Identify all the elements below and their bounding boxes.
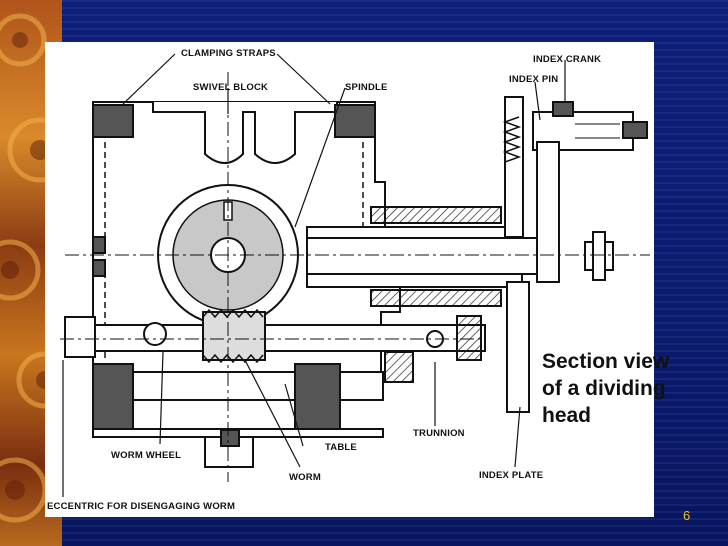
label-clamping-straps: CLAMPING STRAPS: [181, 48, 276, 59]
base-table-graphic: [92, 363, 384, 468]
page-number: 6: [683, 508, 691, 523]
label-spindle: SPINDLE: [345, 82, 388, 93]
label-worm-wheel: WORM WHEEL: [111, 450, 181, 461]
label-index-crank: INDEX CRANK: [533, 54, 601, 65]
label-worm: WORM: [289, 472, 321, 483]
label-eccentric: ECCENTRIC FOR DISENGAGING WORM: [47, 501, 235, 512]
diagram-labels: CLAMPING STRAPS SWIVEL BLOCK SPINDLE IND…: [47, 48, 601, 512]
center-lines: [60, 72, 650, 482]
dividing-head-section-drawing: CLAMPING STRAPS SWIVEL BLOCK SPINDLE IND…: [47, 48, 650, 512]
caption-line-2: of a dividing: [542, 377, 666, 400]
label-index-pin: INDEX PIN: [509, 74, 558, 85]
dividing-head-figure: CLAMPING STRAPS SWIVEL BLOCK SPINDLE IND…: [45, 42, 654, 517]
index-plate-graphic: [502, 96, 648, 413]
caption-line-3: head: [542, 404, 592, 427]
label-index-plate: INDEX PLATE: [479, 470, 543, 481]
slide-caption: Section view of a dividing head: [542, 348, 722, 429]
label-trunnion: TRUNNION: [413, 428, 465, 439]
clamping-strap-blocks: [92, 104, 376, 138]
label-table: TABLE: [325, 442, 357, 453]
worm-shaft-graphic: [64, 308, 486, 383]
label-swivel-block: SWIVEL BLOCK: [193, 82, 268, 93]
spindle-graphic: [92, 206, 614, 307]
caption-line-1: Section view: [542, 350, 670, 373]
leader-lines: [62, 53, 566, 497]
